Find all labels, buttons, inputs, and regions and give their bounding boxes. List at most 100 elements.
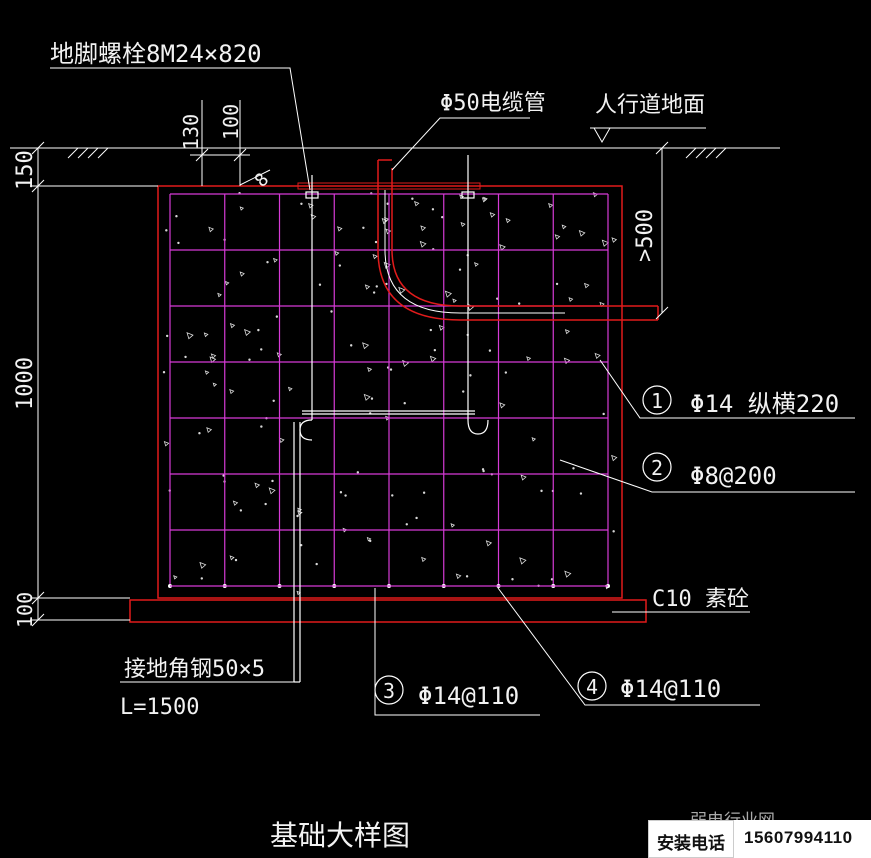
aggregate-dot [579, 492, 583, 495]
aggregate-triangle [481, 197, 488, 203]
dim-500-label: >500 [633, 209, 658, 262]
aggregate-dot [234, 558, 238, 562]
aggregate-triangle [489, 212, 496, 218]
aggregate-triangle [229, 555, 235, 561]
aggregate-triangle [163, 440, 170, 447]
aggregate-triangle [485, 540, 493, 547]
aggregate-triangle [564, 329, 571, 335]
aggregate-triangle [455, 573, 462, 580]
aggregate-dot [511, 578, 514, 581]
dim-150-label: 150 [13, 150, 38, 190]
aggregate-triangle [554, 234, 561, 240]
aggregate-triangle [362, 342, 370, 350]
aggregate-triangle [203, 332, 209, 338]
aggregate-triangle [239, 206, 245, 211]
aggregate-triangle [420, 225, 427, 232]
dim-100-top-label: 100 [219, 104, 243, 140]
aggregate-triangle [520, 474, 527, 481]
aggregate-triangle [592, 192, 599, 198]
cap-plate [297, 182, 481, 190]
aggregate-dot [469, 374, 472, 377]
aggregate-dot [272, 399, 275, 402]
aggregate-dot [260, 425, 263, 428]
aggregate-dot [260, 348, 263, 351]
aggregate-dot [415, 516, 418, 520]
phone-number: 15607994110 [734, 820, 871, 858]
aggregate-dot [239, 509, 243, 512]
dim-130-label: 130 [179, 114, 203, 150]
item3-number: 3 [383, 679, 395, 703]
aggregate-triangle [438, 324, 445, 331]
aggregate-dot [555, 282, 559, 286]
conduit-depth-dimension [655, 141, 669, 320]
aggregate-triangle [601, 239, 610, 247]
aggregate-triangle [186, 332, 194, 340]
aggregate-triangle [208, 226, 215, 233]
item3-spec: Φ14@110 [418, 682, 519, 710]
aggregate-dot [422, 491, 426, 494]
aggregate-dot [374, 240, 378, 244]
ground-length-label: L=1500 [120, 695, 199, 720]
dim-1000-label: 1000 [13, 357, 38, 410]
aggregate-dot [315, 562, 318, 566]
c10-base-slab [129, 599, 647, 623]
aggregate-dot [344, 494, 347, 497]
aggregate-triangle [531, 437, 537, 442]
callout-circle-2 [642, 452, 672, 482]
callout-circle-4 [577, 671, 607, 701]
aggregate-triangle [452, 298, 457, 304]
aggregate-dot [504, 371, 508, 374]
item1-spec: Φ14 纵横220 [690, 390, 839, 418]
aggregate-triangle [199, 561, 207, 569]
item4-spec: Φ14@110 [620, 675, 721, 703]
aggregate-dot [184, 355, 187, 359]
anchor-bolts [299, 155, 489, 441]
aggregate-triangle [611, 454, 618, 462]
top-dimension-lines [190, 100, 271, 186]
aggregate-dot [339, 491, 343, 494]
aggregate-dot [429, 328, 433, 332]
ground-line [10, 147, 780, 159]
aggregate-dot [338, 264, 342, 267]
aggregate-dot [162, 371, 166, 374]
aggregate-triangle [296, 590, 301, 596]
aggregate-dot [300, 543, 303, 547]
aggregate-triangle [578, 229, 586, 237]
aggregate-triangle [334, 250, 340, 256]
aggregate-dot [275, 315, 279, 318]
aggregate-triangle [273, 257, 278, 263]
aggregate-triangle [599, 301, 605, 308]
aggregate-dot [330, 310, 333, 313]
aggregate-triangle [217, 292, 222, 298]
aggregate-triangle [366, 536, 372, 542]
aggregate-dot [198, 432, 201, 435]
phone-badge: 安装电话 15607994110 [648, 820, 871, 858]
callout-circle-3 [374, 675, 404, 705]
aggregate-triangle [398, 286, 406, 295]
aggregate-dot [431, 208, 435, 211]
aggregate-dot [264, 502, 267, 506]
callout-circle-1 [642, 385, 672, 415]
aggregate-triangle [212, 382, 218, 387]
aggregate-triangle [383, 261, 391, 270]
cable-conduit-label: Φ50电缆管 [440, 91, 546, 116]
aggregate-dot [375, 285, 378, 288]
aggregate-triangle [244, 328, 252, 337]
aggregate-triangle [429, 355, 437, 363]
aggregate-triangle [419, 240, 427, 248]
aggregate-triangle [367, 367, 373, 373]
c10-label: C10 素砼 [652, 587, 749, 612]
aggregate-dot [266, 260, 269, 264]
aggregate-triangle [583, 282, 590, 289]
aggregate-dot [372, 291, 376, 294]
aggregate-dot [481, 468, 485, 471]
aggregate-dot [403, 402, 406, 405]
aggregate-triangle [229, 322, 236, 329]
aggregate-dot [517, 302, 521, 305]
aggregate-triangle [526, 356, 532, 362]
aggregate-dot [441, 215, 444, 219]
aggregate-triangle [224, 280, 230, 286]
aggregate-triangle [444, 290, 453, 298]
